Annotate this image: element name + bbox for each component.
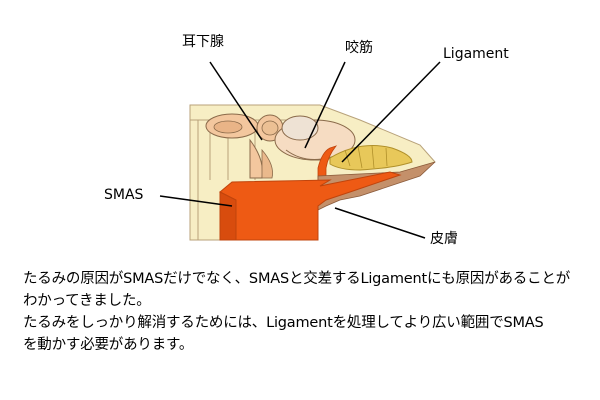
- anatomy-illustration: [159, 61, 441, 241]
- subcutaneous-band: [317, 161, 436, 211]
- ligament-band: [317, 145, 338, 183]
- label-smas: SMAS: [104, 187, 144, 203]
- masseter-muscle: [274, 115, 356, 161]
- caption-text: たるみの原因がSMASだけでなく、SMASと交差するLigamentにも原因があ…: [23, 268, 593, 356]
- ligament-fat: [329, 145, 413, 171]
- skin-leader: [334, 207, 426, 239]
- label-parotid: 耳下腺: [182, 34, 224, 50]
- ligament-leader: [341, 61, 441, 163]
- parotid-leader: [209, 61, 263, 141]
- caption-line: たるみの原因がSMASだけでなく、SMASと交差するLigamentにも原因があ…: [23, 271, 570, 287]
- parotid-gland: [205, 113, 284, 179]
- label-masseter: 咬筋: [345, 40, 373, 56]
- smas-leader: [159, 195, 233, 207]
- masseter-leader: [304, 61, 346, 149]
- caption-line: たるみをしっかり解消するためには、Ligamentを処理してより広い範囲でSMA…: [23, 315, 544, 331]
- label-skin: 皮膚: [430, 231, 458, 247]
- caption-line: を動かす必要があります。: [23, 337, 194, 353]
- anatomy-diagram: 耳下腺 咬筋 Ligament SMAS 皮膚: [104, 34, 509, 247]
- smas-layer: [219, 171, 402, 241]
- caption-line: わかってきました。: [23, 293, 151, 309]
- label-ligament: Ligament: [443, 46, 509, 62]
